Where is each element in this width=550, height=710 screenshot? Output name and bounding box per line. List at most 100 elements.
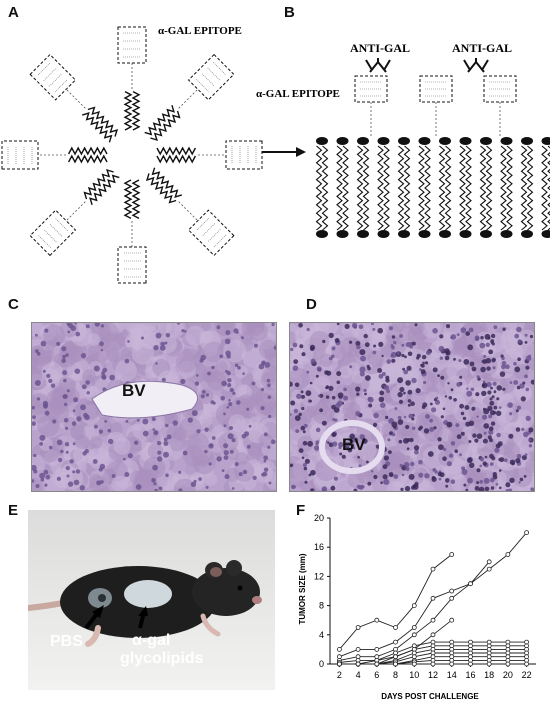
epitope-box xyxy=(1,140,39,170)
membrane-lipid xyxy=(541,137,550,238)
epitope-box xyxy=(225,140,263,170)
mouse-ear xyxy=(226,560,242,576)
glycolipid-arm xyxy=(1,140,108,170)
series-2 xyxy=(336,530,529,663)
x-tick-label: 22 xyxy=(522,670,532,680)
panel-letter-c: C xyxy=(8,296,19,313)
x-tick-label: 14 xyxy=(447,670,457,680)
data-point xyxy=(486,661,492,667)
data-point xyxy=(355,647,361,652)
anti-gal-label-1: ANTI-GAL xyxy=(350,41,410,55)
data-point xyxy=(486,566,492,572)
data-point xyxy=(449,617,455,623)
x-tick-label: 2 xyxy=(337,670,342,680)
blood-vessel-d xyxy=(319,420,385,474)
data-point xyxy=(393,625,398,630)
data-point xyxy=(393,639,398,645)
membrane-epitope xyxy=(354,75,388,136)
glycolipid-arm xyxy=(117,26,147,131)
mouse-photo: PBS α-gal glycolipids xyxy=(28,510,275,690)
x-axis-label: DAYS POST CHALLENGE xyxy=(381,692,479,701)
membrane-lipid xyxy=(418,137,431,238)
y-tick-label: 4 xyxy=(319,630,324,640)
y-tick-label: 16 xyxy=(314,542,324,552)
data-point xyxy=(355,625,361,630)
data-point xyxy=(449,588,455,594)
x-tick-label: 16 xyxy=(465,670,475,680)
data-point xyxy=(374,647,380,652)
data-point xyxy=(430,566,436,572)
data-point xyxy=(505,552,511,557)
panel-letter-f: F xyxy=(296,502,306,519)
anti-gal-label-2: ANTI-GAL xyxy=(452,41,512,55)
arrow-head-icon xyxy=(138,606,148,616)
membrane-lipid xyxy=(336,137,349,238)
panel-letter-a: A xyxy=(8,4,19,21)
epitope-box xyxy=(117,26,147,64)
glycolipid-label-line2: glycolipids xyxy=(120,650,204,667)
panel-letter-d: D xyxy=(306,296,317,313)
data-point xyxy=(449,552,455,557)
glycolipid-label-line1: α-gal xyxy=(132,632,171,649)
y-axis-label: TUMOR SIZE (mm) xyxy=(298,553,307,624)
membrane-lipid xyxy=(397,137,411,238)
data-point xyxy=(430,595,436,601)
x-tick-label: 6 xyxy=(374,670,379,680)
histology-image-d: BV xyxy=(289,322,535,492)
y-tick-label: 8 xyxy=(319,601,324,611)
pbs-label: PBS xyxy=(50,633,83,650)
antibody-arm-icon xyxy=(365,59,391,71)
data-point xyxy=(336,647,342,652)
data-point xyxy=(411,603,417,608)
x-tick-label: 18 xyxy=(484,670,494,680)
arrow-head-icon xyxy=(296,147,306,157)
membrane-lipid xyxy=(438,137,452,238)
epitope-box xyxy=(187,209,235,257)
data-point xyxy=(374,661,380,667)
antibody-arm-icon xyxy=(463,59,489,71)
series-10 xyxy=(336,661,529,667)
mouse-eye xyxy=(237,585,243,591)
data-point xyxy=(336,661,342,667)
membrane-epitope xyxy=(419,75,453,136)
panel-letter-b: B xyxy=(284,4,295,21)
data-point xyxy=(524,530,529,535)
series-1 xyxy=(336,559,492,660)
data-point xyxy=(468,661,473,667)
data-point xyxy=(374,617,380,623)
data-point xyxy=(430,661,436,667)
data-point xyxy=(430,617,436,623)
data-point xyxy=(430,632,436,638)
panel-a-epitope-label: α-GAL EPITOPE xyxy=(158,25,242,37)
y-tick-label: 12 xyxy=(314,571,324,581)
epitope-box xyxy=(187,53,235,101)
glycolipid-arm xyxy=(117,179,147,284)
x-tick-label: 20 xyxy=(503,670,513,680)
data-point xyxy=(449,661,455,667)
data-point xyxy=(411,661,417,667)
data-point xyxy=(411,632,417,638)
data-point xyxy=(411,625,417,630)
blood-vessel-c xyxy=(91,380,199,419)
data-point xyxy=(468,581,473,587)
arrow-head-icon xyxy=(92,605,104,618)
blood-vessel-label-c: BV xyxy=(122,381,146,400)
epitope-box xyxy=(117,246,147,284)
glycolipid-injection-site xyxy=(124,580,172,608)
glycolipid-arm xyxy=(156,140,263,170)
panel-b-epitope-label: α-GAL EPITOPE xyxy=(256,88,340,100)
membrane-lipid xyxy=(315,137,329,238)
membrane-lipid xyxy=(377,137,390,238)
y-tick-label: 20 xyxy=(314,513,324,523)
panel-letter-e: E xyxy=(8,502,19,519)
membrane-lipid xyxy=(459,137,472,238)
series-0 xyxy=(336,552,455,652)
data-point xyxy=(486,559,492,565)
data-point xyxy=(524,661,529,667)
membrane-lipid xyxy=(479,137,493,238)
x-tick-label: 8 xyxy=(393,670,398,680)
membrane-epitope xyxy=(483,75,517,136)
data-point xyxy=(393,661,398,667)
